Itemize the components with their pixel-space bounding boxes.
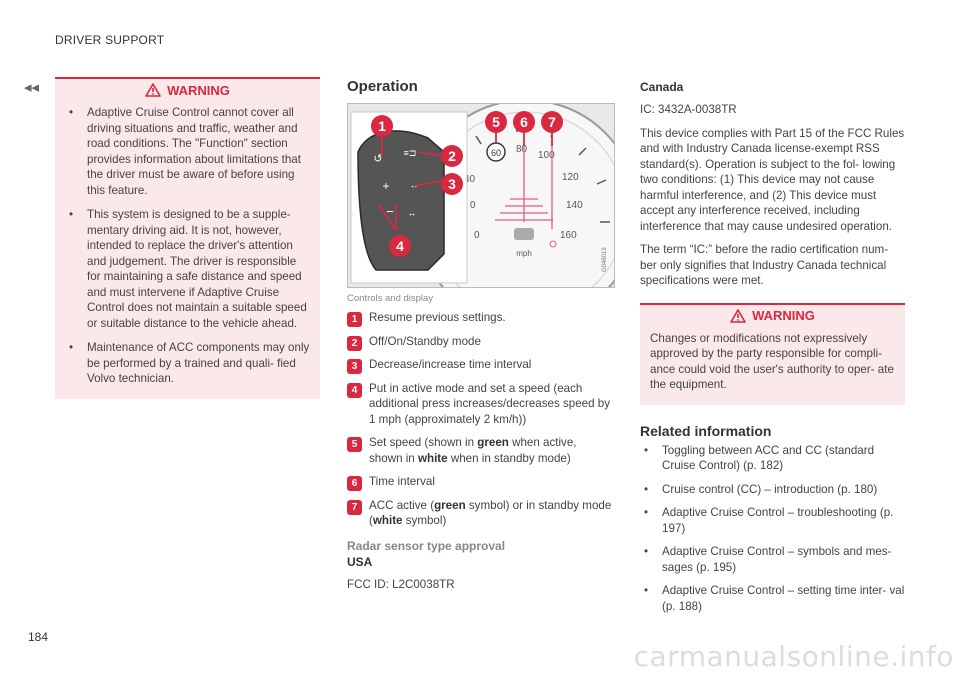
callout-5: 5 [492,114,500,130]
canada-ic: IC: 3432A-0038TR [640,103,737,116]
speed-tick-label: 160 [560,230,577,241]
page-number: 184 [28,630,49,644]
speed-tick-label: 0 [474,230,480,241]
warning-title: WARNING [640,302,905,327]
warning-triangle-icon [145,83,161,97]
usa-heading: USA [347,554,373,569]
operation-item: 5 Set speed (shown in green when active, … [347,435,613,466]
callout-6: 6 [520,114,528,130]
item-number-badge: 7 [347,499,362,515]
operation-item: 3 Decrease/increase time interval [347,357,613,374]
canada-paragraph: This device complies with Part 15 of the… [640,126,905,233]
svg-text:↺: ↺ [373,153,382,165]
item-text-part: Off/On/Standby mode [369,334,481,348]
emphasis-text: green [477,436,509,449]
speed-tick-label: 80 [516,144,528,155]
callout-1: 1 [378,118,386,134]
svg-text:−: − [386,204,394,219]
warning-title: WARNING [55,77,320,101]
operation-item: 1 Resume previous settings. [347,310,613,327]
operation-item-text: ACC active (green symbol) or in standby … [369,499,611,528]
warning-item: Maintenance of ACC components may only b… [65,340,310,387]
controls-figure: 40 80 100 120 140 160 0 0 60 mph G046 [347,103,615,288]
canada-heading: Canada [640,80,684,94]
callout-2: 2 [448,148,456,164]
speed-tick-label: 0 [470,200,476,211]
related-link[interactable]: Cruise control (CC) – introduction (p. 1… [640,482,905,498]
operation-item-text: Time interval [369,475,435,488]
item-text-part: symbol) [402,514,447,527]
callout-4: 4 [396,238,404,254]
back-chevron-icon[interactable]: ◂◂ [24,79,40,96]
image-code: G046019 [602,247,608,272]
item-text-part: when active, shown in [369,436,577,465]
item-number-badge: 5 [347,437,362,452]
warning-item: Adaptive Cruise Control cannot cover all… [65,105,310,198]
operation-item: 2 Off/On/Standby mode [347,334,613,351]
speed-tick-label: 100 [538,150,555,161]
item-number-badge: 2 [347,335,362,351]
item-number-badge: 1 [347,312,362,327]
item-text-part: Set speed (shown in [369,436,478,449]
emphasis-text: white [417,451,448,465]
svg-text:↔: ↔ [410,180,419,190]
unit-label: mph [516,249,532,258]
controls-illustration: 40 80 100 120 140 160 0 0 60 mph G046 [348,104,614,287]
callout-3: 3 [448,176,456,192]
canada-paragraph: The term “IC:” before the radio certific… [640,243,889,287]
speed-tick-label: 140 [566,200,583,211]
warning-text: Changes or modifications not expressivel… [650,331,894,392]
watermark: carmanualsonline.info [633,640,954,673]
radar-heading: Radar sensor type approval [347,538,506,553]
item-text-part: Resume previous settings. [369,311,506,324]
fcc-id: FCC ID: L2C0038TR [347,577,455,591]
operation-item: 7 ACC active (green symbol) or in standby… [347,498,613,529]
item-text-part: symbol) or in standby mode ( [369,498,612,528]
warning-box: WARNING Adaptive Cruise Control cannot c… [55,77,320,399]
svg-text:↔: ↔ [408,208,417,218]
speed-tick-label: 40 [464,174,476,185]
operation-item-text: Decrease/increase time interval [369,358,531,371]
warning-box: WARNING Changes or modifications not exp… [640,302,905,405]
canada-column: Canada IC: 3432A-0038TR This device comp… [640,80,905,622]
set-speed-label: 60 [491,148,501,158]
operation-list: 1 Resume previous settings. 2 Off/On/Standb… [347,310,613,529]
warning-item: This system is designed to be a supple- … [65,207,310,331]
operation-item: 4 Put in active mode and set a speed (eac… [347,381,613,428]
speed-tick-label: 120 [562,172,579,183]
warning-title-text: WARNING [167,82,230,98]
item-text-part: when in standby mode) [447,451,571,465]
operation-column: Operation 40 80 100 120 140 160 0 0 [347,78,615,600]
related-link[interactable]: Adaptive Cruise Control – setting time i… [640,583,905,614]
figure-caption: Controls and display [347,293,434,304]
related-heading: Related information [640,422,772,439]
callout-7: 7 [548,114,556,130]
emphasis-text: green [434,498,466,512]
item-number-badge: 4 [347,382,362,398]
operation-item: 6 Time interval [347,474,613,491]
warning-triangle-icon [730,308,746,323]
svg-text:≡⊐: ≡⊐ [404,148,417,158]
related-link[interactable]: Adaptive Cruise Control – troubleshootin… [640,505,905,536]
warning-title-text: WARNING [752,308,815,323]
section-header: DRIVER SUPPORT [55,33,165,47]
operation-item-text: Off/On/Standby mode [369,335,481,348]
item-text-part: Put in active mode and set a speed (each… [369,381,611,426]
emphasis-text: white [372,514,403,527]
related-information: Related information Toggling between ACC… [640,423,905,615]
warning-column: WARNING Adaptive Cruise Control cannot c… [55,77,320,399]
item-text-part: Time interval [369,475,435,488]
item-text-part: Decrease/increase time interval [369,358,532,371]
svg-text:+: + [382,179,389,193]
operation-heading: Operation [347,78,418,95]
related-link[interactable]: Toggling between ACC and CC (standard Cr… [640,443,905,474]
operation-item-text: Put in active mode and set a speed (each… [369,382,610,426]
item-number-badge: 3 [347,359,362,374]
item-text-part: ACC active ( [369,498,435,512]
related-link[interactable]: Adaptive Cruise Control – symbols and me… [640,544,905,575]
operation-item-text: Resume previous settings. [369,311,506,324]
item-number-badge: 6 [347,476,362,491]
operation-item-text: Set speed (shown in green when active, s… [369,436,577,465]
